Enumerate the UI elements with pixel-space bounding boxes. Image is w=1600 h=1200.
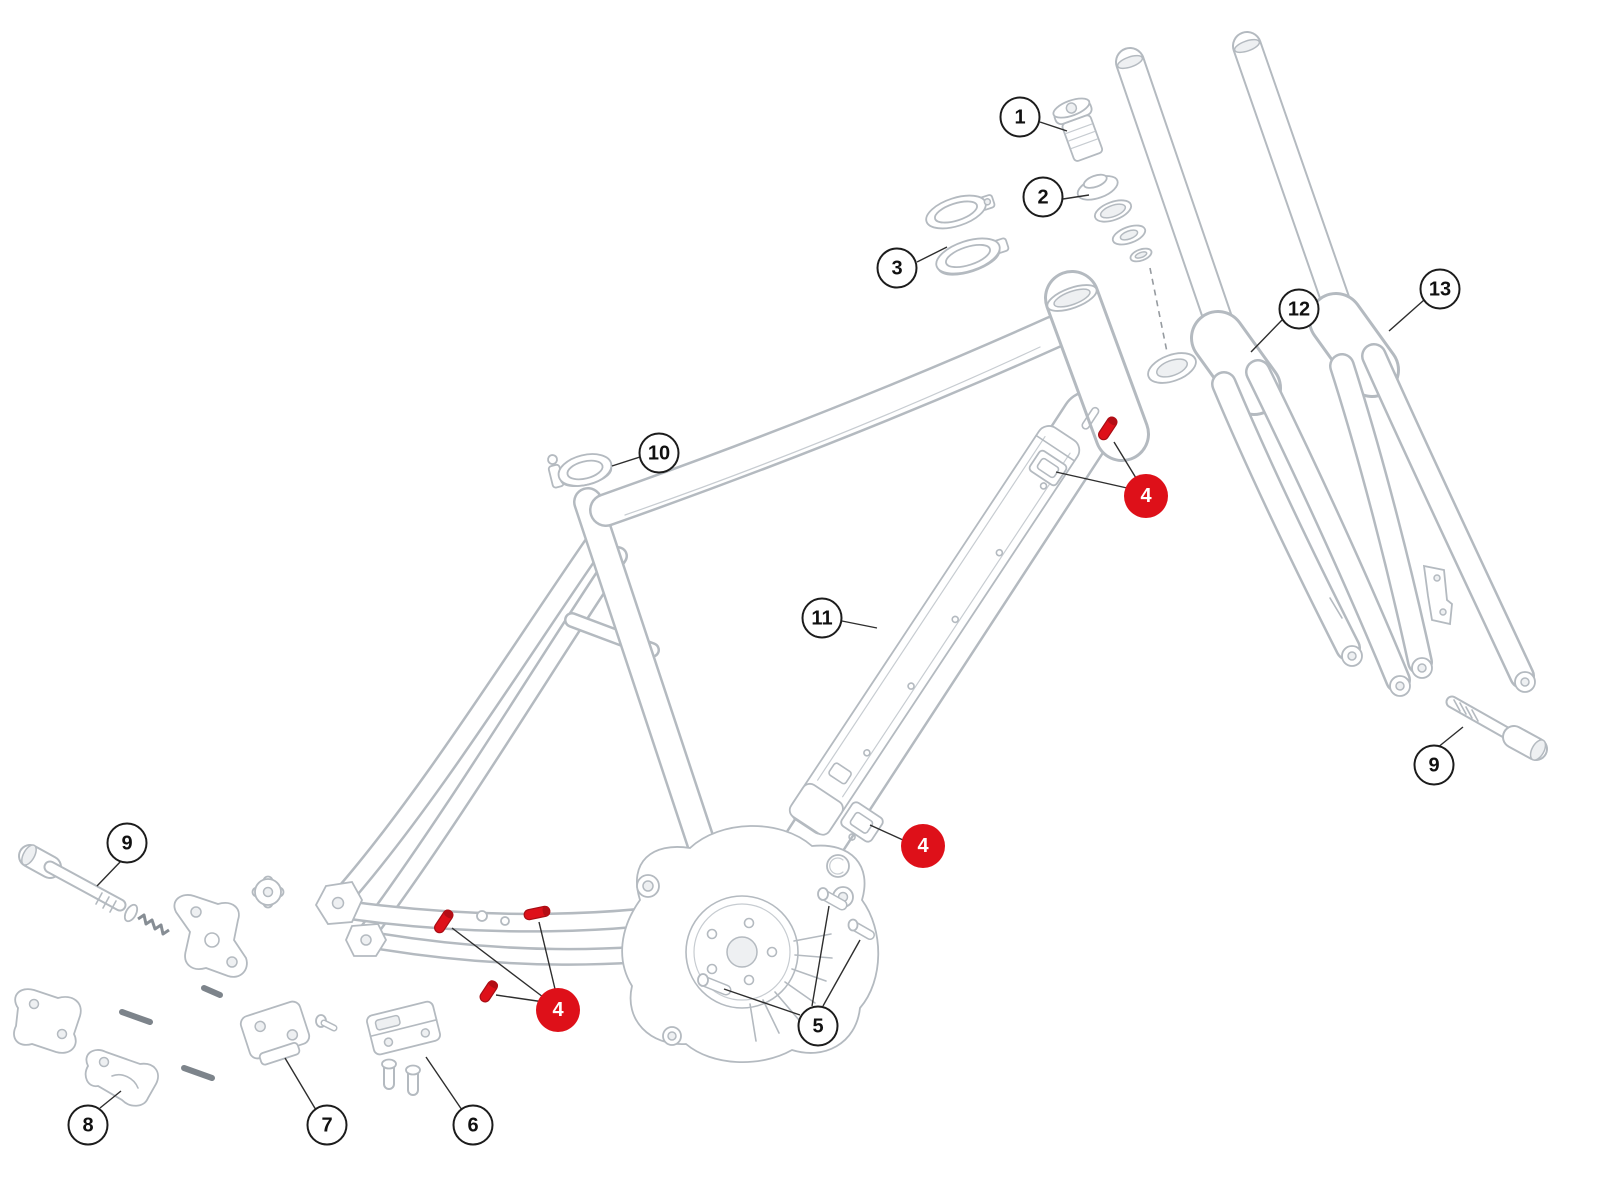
callout-13: 13: [1419, 268, 1461, 310]
rear-triangle: [251, 525, 752, 966]
motor-drive-unit: [621, 825, 880, 1064]
thru-axle-front: [1445, 695, 1548, 761]
callout-4-mid: 4: [901, 824, 945, 868]
thru-axle-rear: [18, 844, 170, 936]
headset-expander-plug: [1052, 97, 1104, 162]
battery-straps: [840, 449, 1068, 843]
seat-tube-and-top-tube: [573, 315, 1071, 867]
red-pin-chainstay-2: [523, 905, 551, 921]
fork-part-12: [1115, 47, 1411, 697]
stem-clamp-rings: [925, 194, 1010, 276]
fork-part-13: [1232, 31, 1536, 693]
motor-mount-plate: [366, 1000, 441, 1096]
red-pin-chainstay-1: [433, 909, 454, 934]
battery-mount-pins-red: [433, 416, 1118, 1003]
battery-pack: [788, 425, 1081, 836]
callout-3: 3: [876, 247, 918, 289]
frame-logo-badge: [826, 854, 850, 878]
callout-4-top: 4: [1124, 474, 1168, 518]
callout-10: 10: [638, 432, 680, 474]
callout-11: 11: [801, 597, 843, 639]
callout-6: 6: [452, 1104, 494, 1146]
leader-lines: [96, 121, 1464, 1111]
callout-7: 7: [306, 1104, 348, 1146]
callout-8: 8: [67, 1104, 109, 1146]
callout-2: 2: [1022, 176, 1064, 218]
red-pin-headtube: [1097, 416, 1118, 441]
callout-9-rear: 9: [106, 822, 148, 864]
headset-bearing-stack: [1076, 173, 1197, 384]
dropout-hanger-hardware: [173, 894, 338, 1066]
callout-9-front: 9: [1413, 744, 1455, 786]
motor-mount-bolts: [697, 887, 875, 996]
head-tube: [1044, 270, 1150, 462]
callout-5: 5: [797, 1005, 839, 1047]
chain-guide-hardware: [13, 988, 215, 1107]
callout-4-bottom: 4: [536, 988, 580, 1032]
callout-1: 1: [999, 96, 1041, 138]
seat-post-clamp: [547, 453, 613, 489]
callout-12: 12: [1278, 288, 1320, 330]
red-pin-chainstay-3: [479, 980, 499, 1003]
